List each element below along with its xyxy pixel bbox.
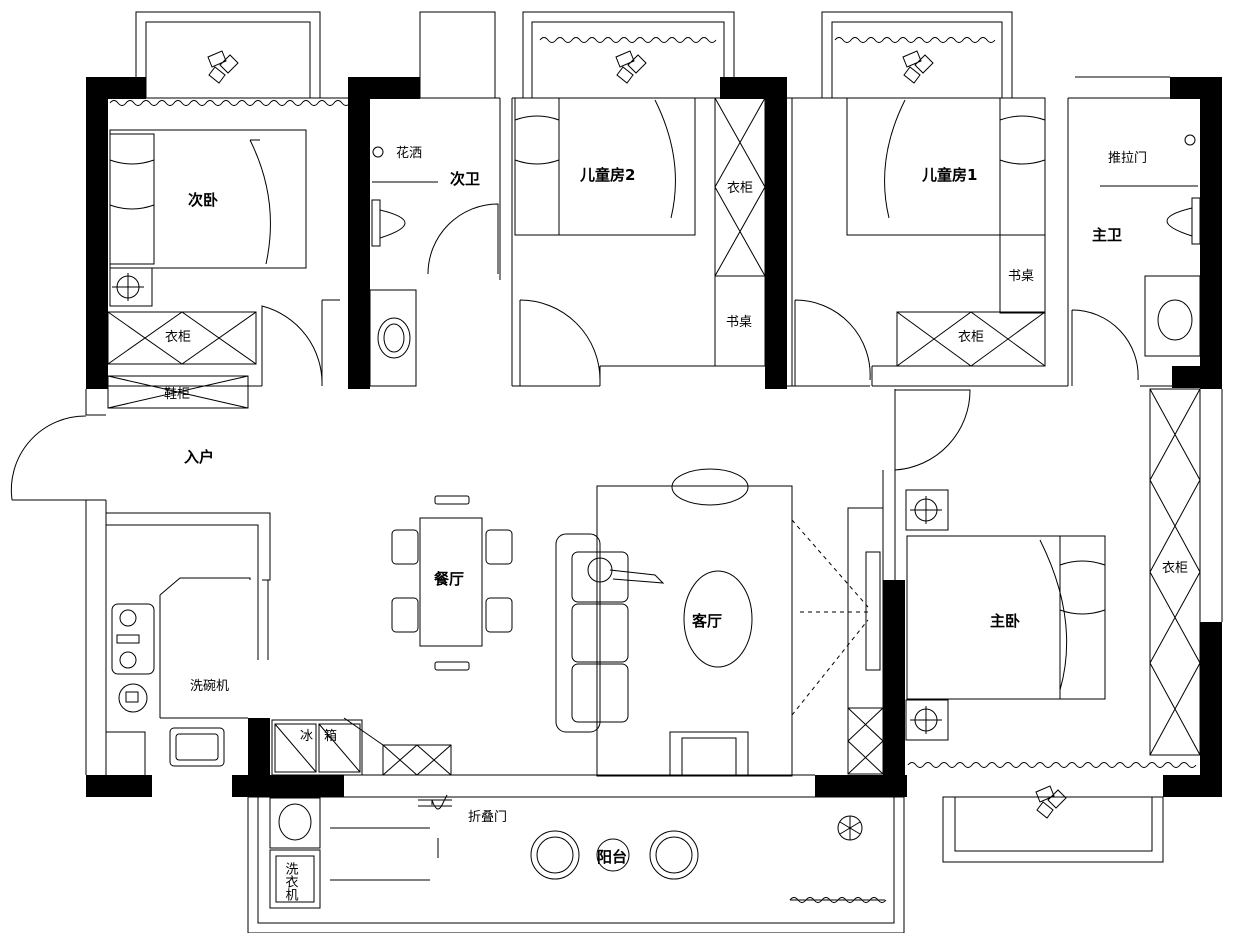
fixture-labels: 花洒 推拉门 衣柜 衣柜 书桌 书桌 衣柜 衣柜 鞋柜 洗碗机 冰 箱 折叠门 …: [164, 145, 1188, 902]
label-kids-room-1: 儿童房1: [921, 166, 977, 184]
plant-icon: [1035, 785, 1067, 819]
label-wardrobe-kids1: 衣柜: [958, 329, 984, 345]
bathroom-fixtures: [269, 134, 1201, 909]
curtains: [109, 37, 1197, 903]
bed-second-bedroom: [109, 129, 307, 269]
label-wardrobe-master: 衣柜: [1162, 560, 1188, 576]
label-desk-kids2: 书桌: [726, 315, 752, 330]
nightstands: [109, 267, 949, 741]
plant-icon: [615, 50, 647, 84]
balcony-furniture: [530, 830, 699, 880]
plant-icon: [837, 815, 863, 841]
room-labels: 次卧 次卫 儿童房2 儿童房1 主卫 入户 餐厅 客厅 主卧 阳台: [184, 166, 1122, 866]
label-living: 客厅: [691, 612, 722, 630]
bed-master: [906, 535, 1106, 700]
label-dining: 餐厅: [434, 570, 464, 588]
label-washing-machine: 洗衣机: [283, 862, 299, 902]
label-fridge-right: 箱: [324, 728, 337, 744]
label-fridge-left: 冰: [300, 729, 313, 744]
kitchen-appliances: [106, 603, 225, 775]
label-master-bedroom: 主卧: [990, 612, 1020, 630]
label-balcony: 阳台: [597, 848, 627, 866]
label-entrance: 入户: [184, 448, 214, 466]
dining-table: [391, 495, 513, 671]
bed-kids-1: [846, 97, 1046, 236]
label-wardrobe-kids2: 衣柜: [727, 180, 753, 196]
label-shoe-cabinet: 鞋柜: [164, 386, 190, 402]
label-dishwasher: 洗碗机: [190, 678, 229, 694]
bed-kids-2: [514, 97, 696, 236]
label-wardrobe-second: 衣柜: [165, 329, 191, 345]
label-second-bedroom: 次卧: [188, 191, 218, 209]
doors: [10, 203, 1139, 881]
plant-icon: [902, 50, 934, 84]
living-room-furniture: [555, 468, 881, 777]
plant-icon: [207, 50, 239, 84]
label-kids-room-2: 儿童房2: [579, 166, 635, 184]
label-sliding-door: 推拉门: [1108, 151, 1147, 166]
plant-icons: [207, 50, 1067, 841]
label-second-bath: 次卫: [450, 170, 480, 188]
structural-walls: [86, 77, 1222, 797]
label-master-bath: 主卫: [1092, 226, 1122, 244]
label-folding-door: 折叠门: [468, 810, 507, 825]
label-shower: 花洒: [396, 145, 422, 161]
label-desk-kids1: 书桌: [1008, 269, 1034, 284]
cabinets: [107, 97, 1201, 776]
fridge: [271, 719, 363, 776]
